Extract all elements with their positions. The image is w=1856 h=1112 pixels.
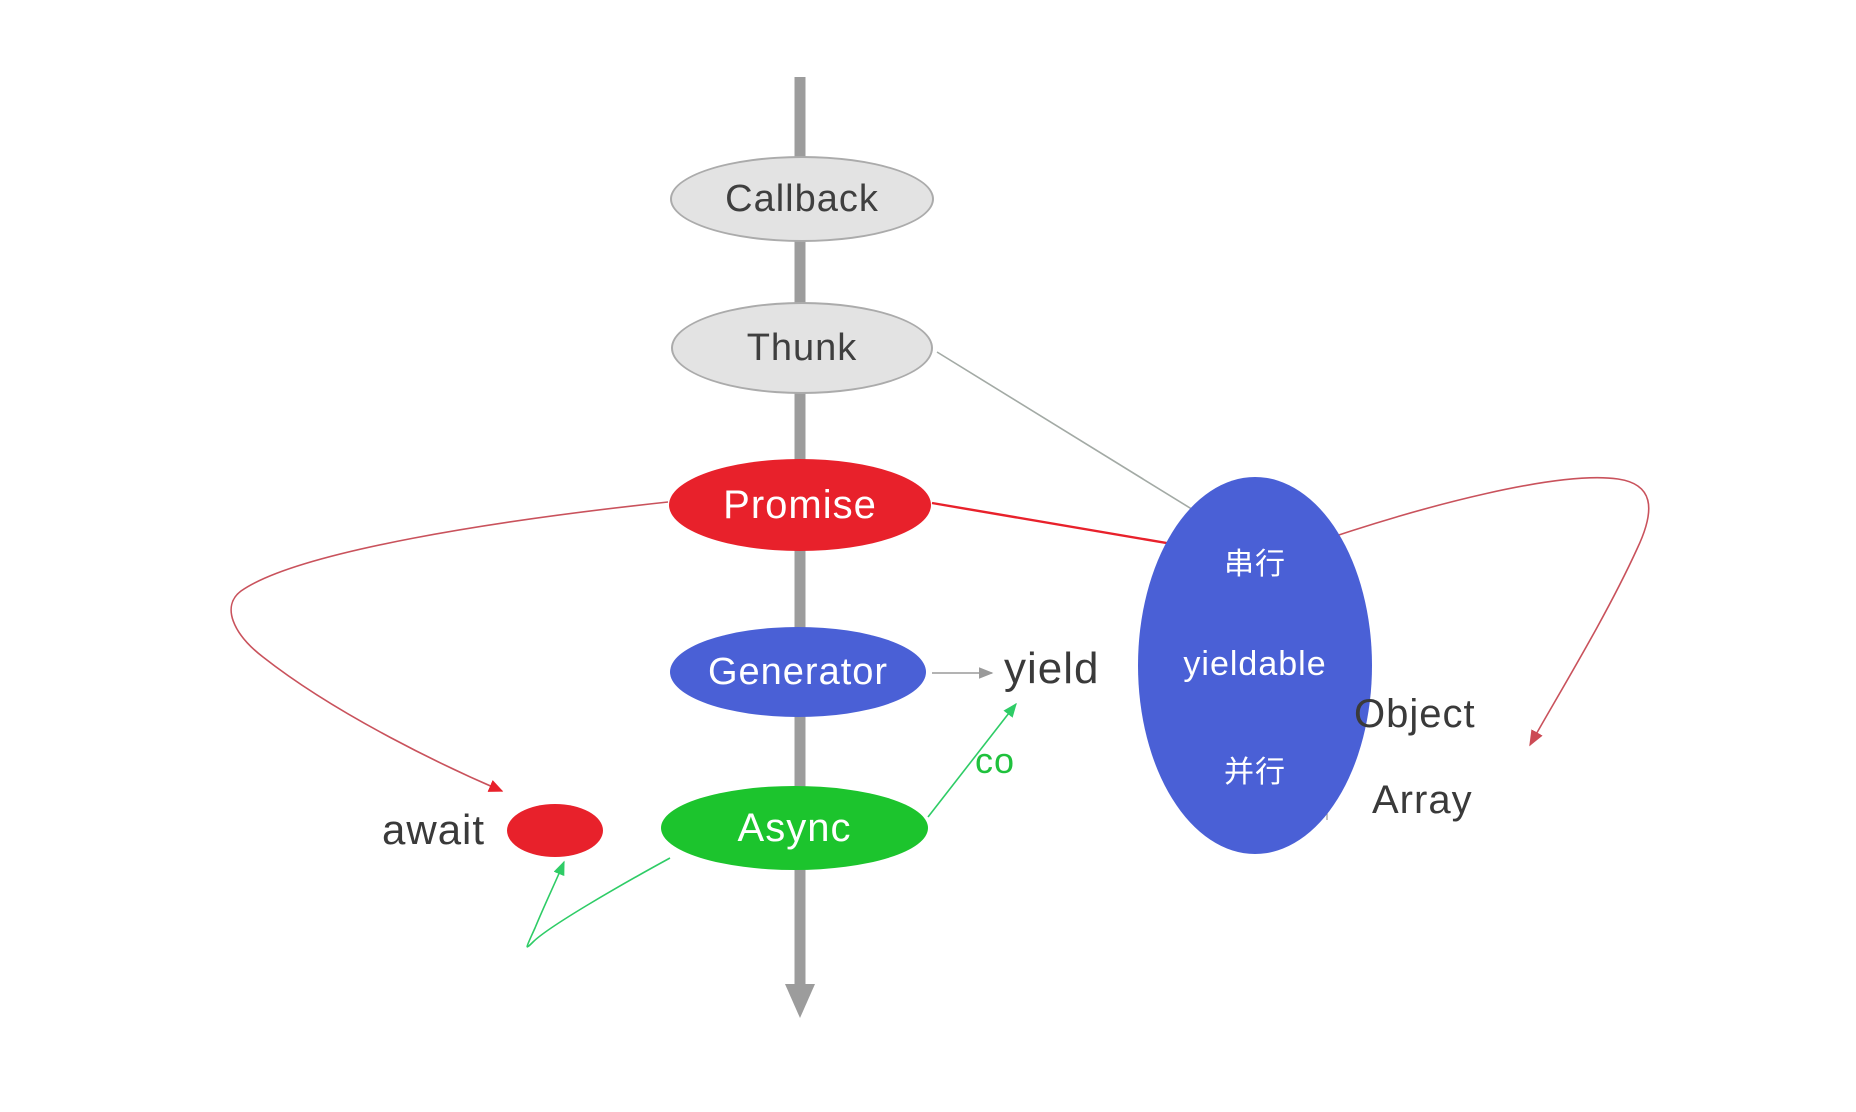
node-generator-label: Generator — [707, 650, 889, 693]
arrow-promise-loop-to-await — [230, 501, 669, 792]
arrow-promise-to-serial — [931, 501, 1193, 554]
arrow-async-to-await-dot — [526, 857, 671, 948]
node-yieldable: 串行 yieldable 并行 — [1138, 477, 1372, 854]
arrow-async-to-yield — [927, 702, 1017, 818]
label-yield: yield — [1004, 644, 1100, 693]
yieldable-parallel-label: 并行 — [1224, 756, 1286, 789]
node-thunk: Thunk — [671, 302, 933, 394]
label-await: await — [382, 806, 486, 853]
label-object: Object — [1354, 692, 1476, 736]
yieldable-label: yieldable — [1183, 645, 1327, 683]
node-promise: Promise — [669, 459, 931, 551]
arrow-thunk-to-yieldable — [936, 351, 1205, 517]
node-await-dot — [507, 804, 603, 857]
label-array: Array — [1372, 778, 1473, 822]
node-async-label: Async — [737, 805, 852, 850]
arrow-yieldable-loop-to-array — [1302, 476, 1650, 747]
node-generator: Generator — [670, 627, 926, 717]
yieldable-serial-label: 串行 — [1224, 548, 1286, 581]
label-co: co — [975, 740, 1016, 781]
node-promise-label: Promise — [723, 482, 877, 527]
node-thunk-label: Thunk — [746, 326, 858, 369]
spine-arrowhead-icon — [785, 984, 815, 1018]
node-async: Async — [661, 786, 928, 870]
node-callback: Callback — [670, 156, 934, 242]
node-callback-label: Callback — [725, 177, 879, 220]
